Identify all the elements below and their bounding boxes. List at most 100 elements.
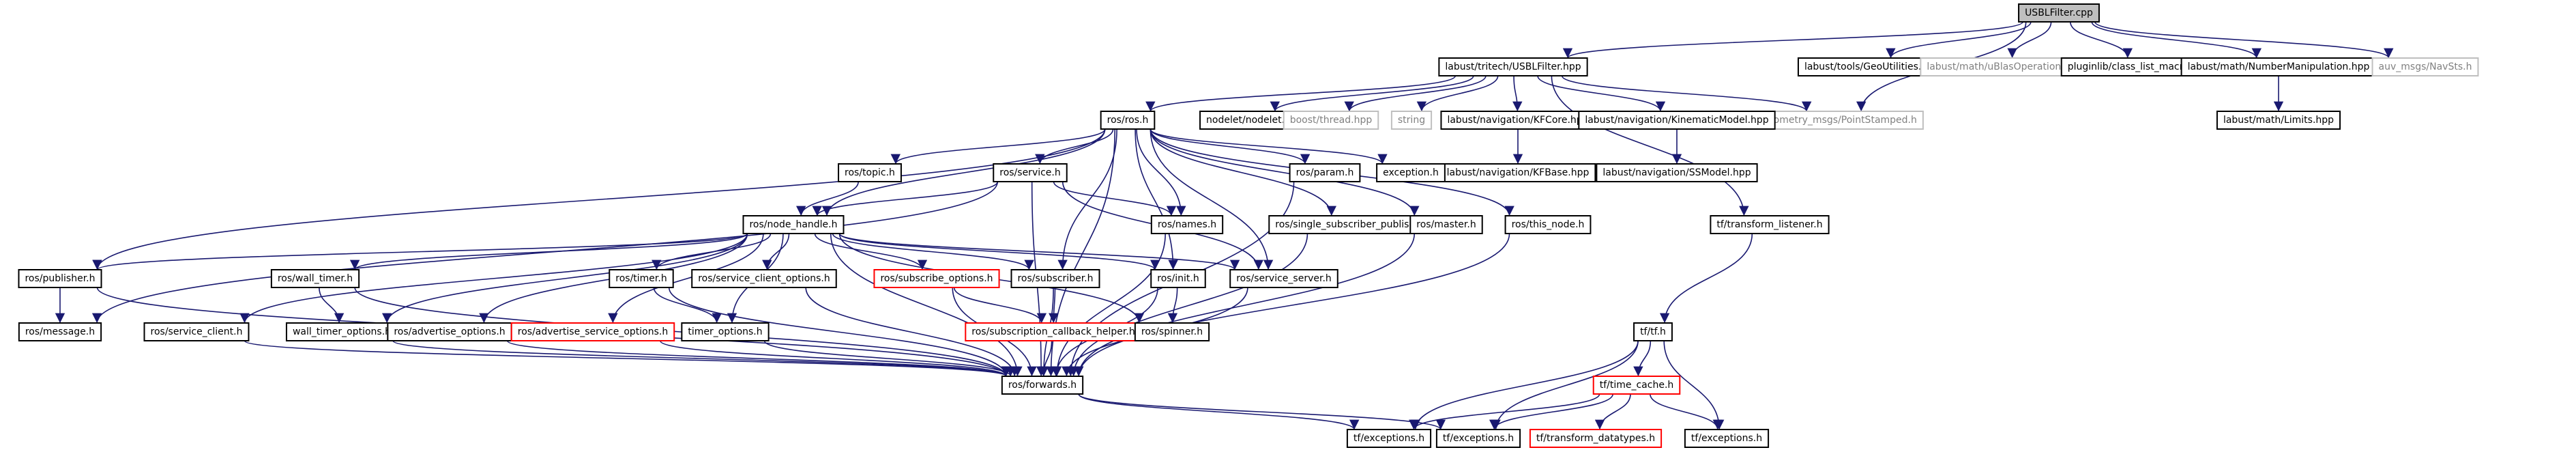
graph-node-box [2216, 111, 2341, 130]
graph-node-label: ros/single_subscriber_publisher.h [1275, 219, 1433, 230]
graph-node-forwards-h[interactable]: ros/forwards.h [1001, 376, 1084, 395]
graph-node-ssmodel[interactable]: labust/navigation/SSModel.hpp [1596, 163, 1758, 182]
edge-usblfilter-cpp-to-ublas-ops [2007, 21, 2052, 59]
graph-node-label: ros/service_server.h [1236, 273, 1332, 284]
graph-node-tf-exceptions-1[interactable]: tf/exceptions.h [1346, 429, 1432, 448]
graph-node-label: labust/tritech/USBLFilter.hpp [1445, 61, 1581, 72]
graph-node-box [2371, 57, 2479, 76]
graph-node-publisher-h[interactable]: ros/publisher.h [18, 269, 102, 288]
graph-node-point-stamped[interactable]: geometry_msgs/PointStamped.h [1755, 111, 1924, 130]
graph-node-box [387, 322, 512, 341]
graph-node-label: ros/init.h [1157, 273, 1199, 284]
graph-node-kfcore[interactable]: labust/navigation/KFCore.hpp [1440, 111, 1596, 130]
graph-node-usblfilter-hpp[interactable]: labust/tritech/USBLFilter.hpp [1438, 57, 1588, 76]
graph-node-box [1529, 429, 1663, 448]
graph-node-box [742, 215, 845, 234]
graph-node-label: ros/service_client_options.h [698, 273, 830, 284]
graph-node-transform-datatypes[interactable]: tf/transform_datatypes.h [1529, 429, 1663, 448]
graph-node-param-h[interactable]: ros/param.h [1289, 163, 1361, 182]
node-layer: USBLFilter.cpp labust/tritech/USBLFilter.… [18, 3, 2479, 448]
graph-node-init-h[interactable]: ros/init.h [1150, 269, 1206, 288]
edge-usblfilter-hpp-to-kfcore [1512, 75, 1523, 112]
graph-node-label: nodelet/nodelet.h [1206, 115, 1291, 126]
graph-node-this-node[interactable]: ros/this_node.h [1504, 215, 1592, 234]
graph-node-string[interactable]: string [1390, 111, 1433, 130]
graph-node-label: labust/navigation/SSModel.hpp [1602, 167, 1751, 178]
graph-node-wall-timer[interactable]: ros/wall_timer.h [270, 269, 360, 288]
edge-tf-h-to-tf-exceptions-3 [1663, 340, 1725, 430]
edge-service-client-to-forwards-h [244, 340, 1011, 377]
graph-node-subscriber-h[interactable]: ros/subscriber.h [1010, 269, 1100, 288]
graph-node-sub-cb-helper[interactable]: ros/subscription_callback_helper.h [965, 322, 1142, 341]
graph-node-nodelet-h[interactable]: nodelet/nodelet.h [1199, 111, 1298, 130]
edge-ros-h-to-publisher-h [92, 128, 1106, 270]
graph-node-label: geometry_msgs/PointStamped.h [1761, 115, 1917, 126]
graph-node-kinematic-model[interactable]: labust/navigation/KinematicModel.hpp [1578, 111, 1776, 130]
graph-node-label: auv_msgs/NavSts.h [2379, 61, 2472, 72]
graph-node-exception-h[interactable]: exception.h [1376, 163, 1446, 182]
edge-advertise-service-options-to-forwards-h [660, 340, 1011, 377]
graph-node-label: labust/navigation/KFBase.hpp [1447, 167, 1590, 178]
edge-ros-h-to-service-h [1035, 128, 1114, 165]
graph-node-message-h[interactable]: ros/message.h [18, 322, 102, 341]
graph-node-boost-thread[interactable]: boost/thread.hpp [1283, 111, 1379, 130]
graph-node-label: ros/publisher.h [25, 273, 95, 284]
graph-node-spinner-h[interactable]: ros/spinner.h [1134, 322, 1210, 341]
graph-node-label: tf/time_cache.h [1600, 380, 1674, 391]
graph-node-tf-exceptions-2[interactable]: tf/exceptions.h [1435, 429, 1521, 448]
graph-node-wall-timer-options[interactable]: wall_timer_options.h [285, 322, 398, 341]
graph-node-node-handle[interactable]: ros/node_handle.h [742, 215, 845, 234]
graph-node-label: tf/transform_listener.h [1716, 219, 1822, 230]
edge-node-handle-to-forwards-h [830, 233, 1023, 377]
graph-node-service-client-options[interactable]: ros/service_client_options.h [691, 269, 837, 288]
graph-node-topic-h[interactable]: ros/topic.h [838, 163, 902, 182]
edge-node-handle-to-service-server [838, 233, 1240, 270]
graph-node-advertise-options[interactable]: ros/advertise_options.h [387, 322, 512, 341]
edge-ros-h-to-names-h [1136, 128, 1186, 216]
graph-node-box [965, 322, 1142, 341]
edge-usblfilter-hpp-to-kinematic-model [1537, 75, 1666, 112]
graph-node-box [1438, 57, 1588, 76]
edge-ros-h-to-single-sub-pub [1150, 128, 1336, 216]
edge-tf-h-to-tf-exceptions-2 [1491, 340, 1639, 430]
graph-node-master-h[interactable]: ros/master.h [1409, 215, 1483, 234]
graph-node-time-cache[interactable]: tf/time_cache.h [1592, 376, 1681, 395]
edge-ros-h-to-init-h [1135, 128, 1178, 270]
graph-node-navsts[interactable]: auv_msgs/NavSts.h [2371, 57, 2479, 76]
graph-node-ros-h[interactable]: ros/ros.h [1100, 111, 1156, 130]
graph-node-tf-h[interactable]: tf/tf.h [1633, 322, 1673, 341]
graph-node-subscribe-options[interactable]: ros/subscribe_options.h [873, 269, 1000, 288]
edge-subscriber-h-to-sub-cb-helper [1049, 287, 1059, 324]
graph-node-box [1435, 429, 1521, 448]
graph-node-box [270, 269, 360, 288]
edge-sub-cb-helper-to-forwards-h [1038, 340, 1053, 377]
graph-node-kfbase[interactable]: labust/navigation/KFBase.hpp [1439, 163, 1596, 182]
graph-node-box [2180, 57, 2377, 76]
graph-node-usblfilter-cpp[interactable]: USBLFilter.cpp [2018, 3, 2100, 23]
graph-node-timer-h[interactable]: ros/timer.h [609, 269, 674, 288]
graph-node-label: ros/message.h [25, 326, 95, 337]
edge-usblfilter-cpp-to-number-manip [2091, 21, 2262, 59]
edge-usblfilter-cpp-to-usblfilter-hpp [1563, 21, 2023, 59]
graph-node-service-h[interactable]: ros/service.h [993, 163, 1068, 182]
graph-node-advertise-service-options[interactable]: ros/advertise_service_options.h [510, 322, 675, 341]
graph-node-label: labust/math/NumberManipulation.hpp [2188, 61, 2370, 72]
graph-node-tf-exceptions-3[interactable]: tf/exceptions.h [1684, 429, 1770, 448]
graph-node-transform-listener[interactable]: tf/transform_listener.h [1710, 215, 1830, 234]
graph-node-box [2018, 3, 2100, 23]
graph-node-label: ros/service.h [999, 167, 1061, 178]
edge-ros-h-to-master-h [1150, 128, 1420, 216]
edge-init-h-to-spinner-h [1167, 287, 1178, 324]
graph-node-label: tf/exceptions.h [1353, 433, 1424, 444]
graph-node-box [1001, 376, 1084, 395]
graph-node-box [1504, 215, 1592, 234]
graph-node-box [1633, 322, 1673, 341]
graph-node-service-client[interactable]: ros/service_client.h [143, 322, 250, 341]
graph-node-box [1440, 111, 1596, 130]
graph-node-limits[interactable]: labust/math/Limits.hpp [2216, 111, 2341, 130]
graph-node-box [1150, 215, 1224, 234]
graph-node-timer-options[interactable]: timer_options.h [681, 322, 770, 341]
graph-node-service-server[interactable]: ros/service_server.h [1229, 269, 1338, 288]
graph-node-number-manip[interactable]: labust/math/NumberManipulation.hpp [2180, 57, 2377, 76]
graph-node-names-h[interactable]: ros/names.h [1150, 215, 1224, 234]
